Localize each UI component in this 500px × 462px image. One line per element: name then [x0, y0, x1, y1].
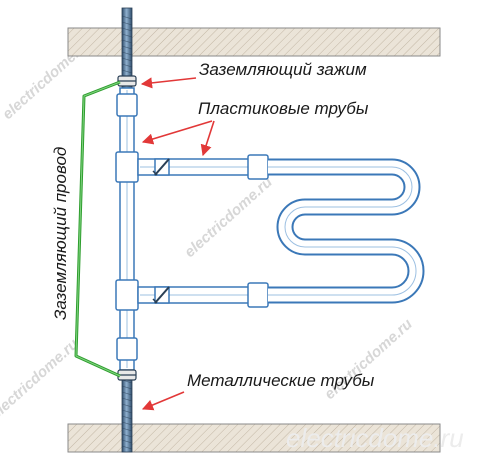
- ground-clamp-icon: [117, 75, 137, 381]
- lower-branch: [115, 279, 269, 311]
- arrow-metal-pipes: [141, 391, 185, 411]
- label-ground-clamp: Заземляющий зажим: [199, 60, 367, 79]
- arrow-plastic-left: [141, 120, 213, 145]
- upper-union: [247, 154, 269, 180]
- arrow-ground-clamp: [140, 77, 197, 89]
- callout-arrows: [140, 77, 215, 411]
- label-metal-pipes: Металлические трубы: [187, 371, 375, 390]
- label-plastic-pipes: Пластиковые трубы: [198, 99, 369, 118]
- label-ground-wire: Заземляющий провод: [51, 147, 70, 320]
- watermark-center: electricdome.ru: [181, 174, 275, 261]
- valve-icon: [152, 158, 170, 304]
- plastic-vertical-pipe: [119, 87, 135, 371]
- watermark-lower-left: electricdome.ru: [0, 336, 82, 423]
- upper-branch: [115, 151, 269, 183]
- watermark-bottom: electricdome.ru: [286, 423, 464, 453]
- lower-union: [247, 282, 269, 308]
- coupling-icon: [116, 93, 138, 361]
- arrow-plastic-right: [200, 120, 215, 157]
- towel-dryer-coil: [268, 158, 425, 304]
